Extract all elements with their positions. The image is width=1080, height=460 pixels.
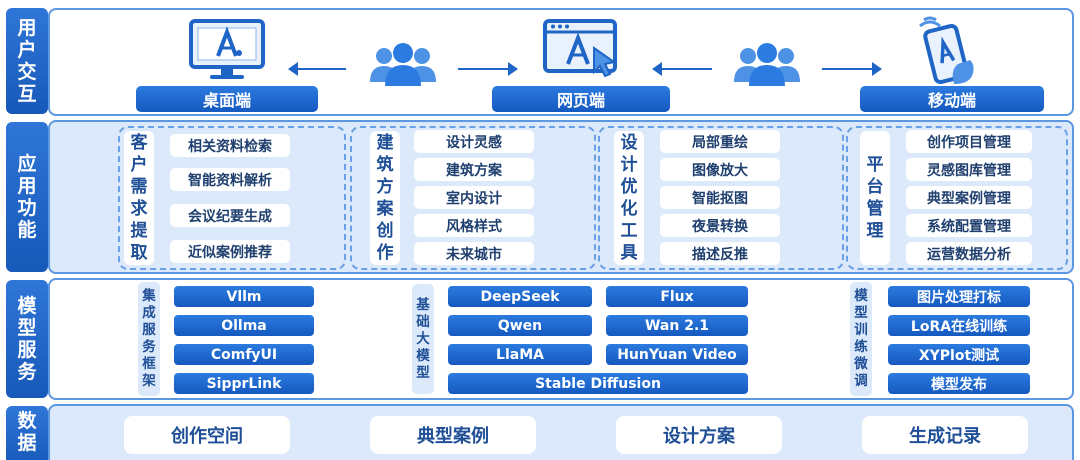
app-group-title: 平台管理: [860, 131, 890, 265]
base-model-item-wide: Stable Diffusion: [448, 373, 748, 394]
data-item-generation-records: 生成记录: [862, 416, 1028, 454]
web-client-label: 网页端: [492, 86, 670, 112]
app-item: 室内设计: [414, 186, 534, 209]
arrow-left-icon: [288, 62, 346, 76]
users-group-icon: [734, 43, 800, 86]
data-item-creation-space: 创作空间: [124, 416, 290, 454]
layer-label-data: 数 据: [6, 406, 48, 460]
model-panel: 集成服务框架 Vllm Ollma ComfyUI SipprLink 基础大模…: [48, 278, 1074, 400]
data-item-design-schemes: 设计方案: [616, 416, 782, 454]
mobile-phone-icon: [919, 16, 974, 85]
framework-item: SipprLink: [174, 373, 314, 394]
app-group-design-tools: [598, 126, 844, 270]
app-item: 典型案例管理: [906, 186, 1032, 209]
app-item: 近似案例推荐: [170, 240, 290, 263]
interaction-panel: 桌面端 网页端 移动端: [48, 8, 1074, 116]
base-model-item: Qwen: [448, 315, 592, 336]
app-item: 创作项目管理: [906, 130, 1032, 153]
app-item: 智能抠图: [660, 186, 780, 209]
app-group-platform: [846, 126, 1068, 270]
app-item: 智能资料解析: [170, 168, 290, 191]
app-item: 运营数据分析: [906, 242, 1032, 265]
arrow-left-icon: [652, 62, 712, 76]
application-panel: 客户需求提取 相关资料检索 智能资料解析 会议纪要生成 近似案例推荐 建筑方案创…: [48, 120, 1074, 274]
desktop-monitor-icon: [189, 19, 265, 79]
framework-item: Ollma: [174, 315, 314, 336]
app-item: 会议纪要生成: [170, 204, 290, 227]
users-group-icon: [370, 43, 436, 86]
app-item: 建筑方案: [414, 158, 534, 181]
data-panel: 创作空间 典型案例 设计方案 生成记录: [48, 404, 1074, 460]
framework-item: ComfyUI: [174, 344, 314, 365]
app-item: 设计灵感: [414, 130, 534, 153]
layer-label-model: 模 型 服 务: [6, 280, 48, 398]
app-group-title: 建筑方案创作: [370, 131, 400, 265]
base-model-item: Wan 2.1: [606, 315, 748, 336]
app-item: 夜景转换: [660, 214, 780, 237]
data-item-typical-cases: 典型案例: [370, 416, 536, 454]
app-group-architecture: [350, 126, 596, 270]
app-item: 系统配置管理: [906, 214, 1032, 237]
model-base-title: 基础大模型: [412, 284, 434, 394]
base-model-item: HunYuan Video: [606, 344, 748, 365]
app-item: 相关资料检索: [170, 134, 290, 157]
base-model-item: Flux: [606, 286, 748, 307]
desktop-client-label: 桌面端: [136, 86, 318, 112]
base-model-item: LlaMA: [448, 344, 592, 365]
app-group-title: 客户需求提取: [124, 131, 154, 265]
arrow-right-icon: [458, 62, 518, 76]
arrow-right-icon: [822, 62, 882, 76]
mobile-client-label: 移动端: [860, 86, 1044, 112]
model-training-title: 模型训练微调: [850, 282, 872, 396]
app-group-title: 设计优化工具: [614, 131, 644, 265]
app-item: 图像放大: [660, 158, 780, 181]
training-item: LoRA在线训练: [888, 315, 1030, 336]
layer-label-application: 应 用 功 能: [6, 122, 48, 272]
model-framework-title: 集成服务框架: [138, 282, 160, 396]
app-item: 未来城市: [414, 242, 534, 265]
web-browser-icon: [543, 19, 617, 78]
app-item: 描述反推: [660, 242, 780, 265]
framework-item: Vllm: [174, 286, 314, 307]
base-model-item: DeepSeek: [448, 286, 592, 307]
app-item: 灵感图库管理: [906, 158, 1032, 181]
training-item: XYPlot测试: [888, 344, 1030, 365]
training-item: 模型发布: [888, 373, 1030, 394]
app-item: 风格样式: [414, 214, 534, 237]
layer-label-interaction: 用 户 交 互: [6, 8, 48, 114]
training-item: 图片处理打标: [888, 286, 1030, 307]
app-item: 局部重绘: [660, 130, 780, 153]
app-group-client-needs: [118, 126, 346, 270]
